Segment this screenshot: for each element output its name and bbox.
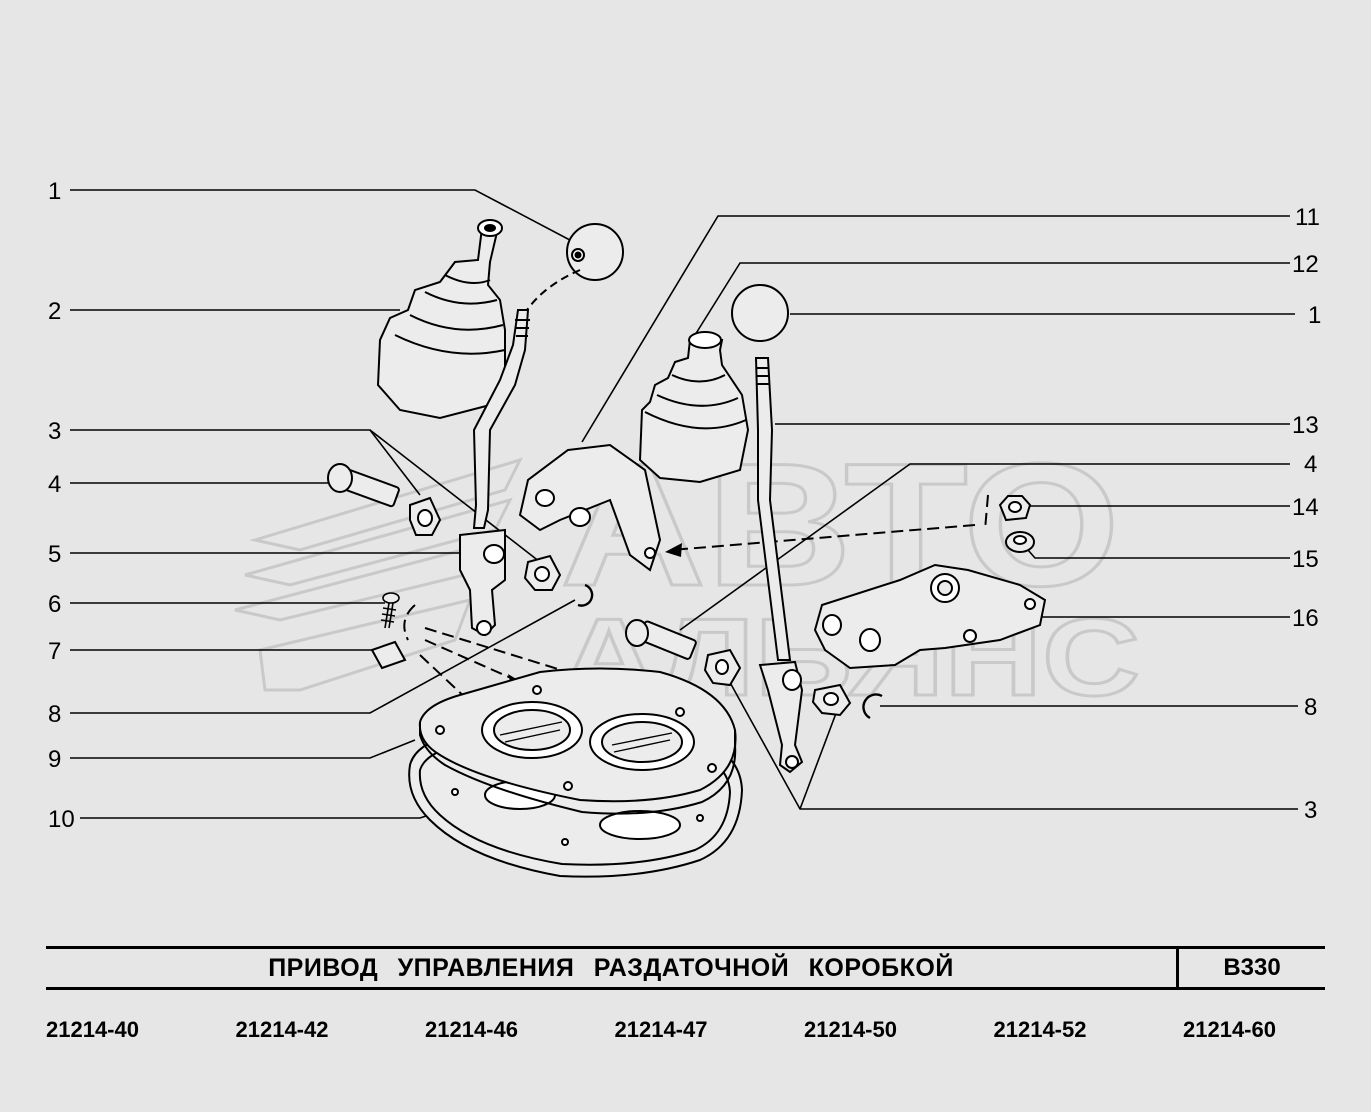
callout-right-8: 8 [1304,694,1317,721]
callout-right-14: 14 [1292,494,1319,521]
bushing-left-b [523,554,562,591]
lever-left [459,309,530,637]
callout-left-4: 4 [48,471,61,498]
callout-right-4: 4 [1304,451,1317,478]
knob-right [731,284,789,342]
model-code: 21214-40 [46,1017,139,1042]
callout-left-8: 8 [48,701,61,728]
callout-left-9: 9 [48,746,61,773]
screw [380,592,400,629]
model-code: 21214-52 [993,1017,1087,1042]
model-code: 21214-60 [1183,1017,1276,1042]
bracket-11 [518,443,662,572]
parts [327,219,1047,878]
retaining-ring-left [577,583,594,607]
model-code: 21214-46 [425,1017,518,1042]
retaining-ring-right [862,693,883,720]
lever-right [754,357,804,774]
gasket [418,667,737,815]
callout-left-3: 3 [48,418,61,445]
leader-lines [70,189,1298,819]
callout-right-11: 11 [1295,204,1320,231]
model-code: 21214-50 [804,1017,897,1042]
callout-left-10: 10 [48,806,75,833]
callout-right-1: 1 [1308,302,1321,329]
bushing-right-a [703,648,742,687]
callout-right-16: 16 [1292,605,1319,632]
bolt-left [327,463,400,508]
callout-left-5: 5 [48,541,61,568]
boot-right [638,331,750,484]
washer [1005,531,1035,553]
bushing-right-b [811,683,852,717]
callout-left-6: 6 [48,591,61,618]
diagram-title: ПРИВОД УПРАВЛЕНИЯ РАЗДАТОЧНОЙ КОРОБКОЙ [46,949,1179,987]
bracket-16 [813,563,1047,670]
bushing-left-a [409,496,442,536]
model-code: 21214-42 [235,1017,329,1042]
callouts-right: 11 12 1 13 4 14 15 16 8 3 [1292,204,1321,824]
callout-right-15: 15 [1292,546,1319,573]
callout-right-13: 13 [1292,412,1319,439]
nut [998,495,1032,522]
parts-diagram: АВТО АЛЬЯНС [48,178,1321,878]
boot-left [376,219,506,420]
callout-left-1: 1 [48,178,61,205]
callout-right-3: 3 [1304,797,1317,824]
diagram-code: В330 [1223,954,1281,981]
knob-left [566,223,624,281]
clip [370,640,407,670]
model-list: 21214-40 21214-42 21214-46 21214-47 2121… [46,1014,1276,1046]
callout-right-12: 12 [1292,251,1319,278]
model-code: 21214-47 [614,1017,708,1042]
title-block: ПРИВОД УПРАВЛЕНИЯ РАЗДАТОЧНОЙ КОРОБКОЙ В… [46,946,1325,990]
bolt-right [625,619,697,660]
callouts-left: 1 2 3 4 5 6 7 8 9 10 [48,178,75,833]
callout-left-7: 7 [48,638,61,665]
callout-left-2: 2 [48,298,61,325]
